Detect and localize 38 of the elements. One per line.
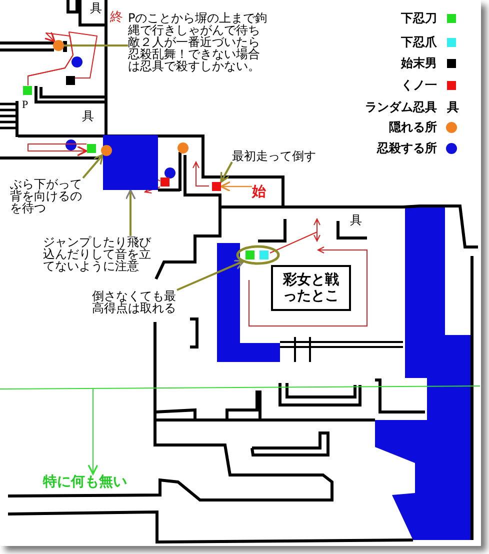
dot-marker-icon <box>101 145 112 156</box>
patrol-route-arrow <box>28 144 88 156</box>
start-label: 始 <box>252 184 266 200</box>
shaded-zone <box>103 135 158 190</box>
highlight-oval <box>236 245 280 265</box>
square-marker-icon <box>22 86 32 94</box>
annotation-text: Pのことから塀の上まで鉤縄で行きしゃがんで待ち敵２人が一番近づいたら忍殺乱舞！できない場合は忍具で殺すしかない。 <box>128 12 269 72</box>
legend-label: 始末男 <box>401 56 437 70</box>
dot-marker-icon <box>53 40 64 51</box>
point-label: P <box>22 99 28 111</box>
annotation-text: ジャンプしたり飛び込んだりして音を立てないように注意 <box>43 236 152 272</box>
legend-sample: 具 <box>447 101 459 113</box>
square-marker-icon <box>212 182 221 191</box>
legend-label: 隠れる所 <box>389 120 437 134</box>
end-label: 終 <box>110 12 123 24</box>
leader-arrow <box>125 189 136 236</box>
annotation-text: 倒さなくても最高得点は取れる <box>92 290 177 314</box>
leader-arrow <box>220 181 252 192</box>
annotation-text: ぶら下がって背を向けるのを待つ <box>10 178 83 214</box>
square-marker-icon <box>66 76 74 84</box>
legend-label: 下忍刀 <box>401 11 437 25</box>
legend-label: 下忍爪 <box>401 35 437 49</box>
patrol-route-arrow <box>28 31 74 86</box>
annotation-text: 最初走って倒す <box>232 150 318 162</box>
map-label: 具 <box>90 2 102 14</box>
leader-arrow <box>88 388 98 475</box>
legend-label: 忍殺する所 <box>377 141 437 155</box>
leader-arrow <box>220 162 233 183</box>
leader-arrow <box>176 260 245 291</box>
map-label: 具 <box>82 110 94 122</box>
leader-line <box>64 44 128 46</box>
leader-arrow <box>82 154 104 179</box>
room-label: 彩女と戦ったとこ <box>271 265 351 311</box>
map-label: 具 <box>350 214 362 226</box>
square-marker-icon <box>86 144 96 152</box>
legend-label: ランダム忍具 <box>365 100 437 114</box>
note-text: 特に何も無い <box>43 474 127 490</box>
legend-label: くノ一 <box>401 78 437 92</box>
